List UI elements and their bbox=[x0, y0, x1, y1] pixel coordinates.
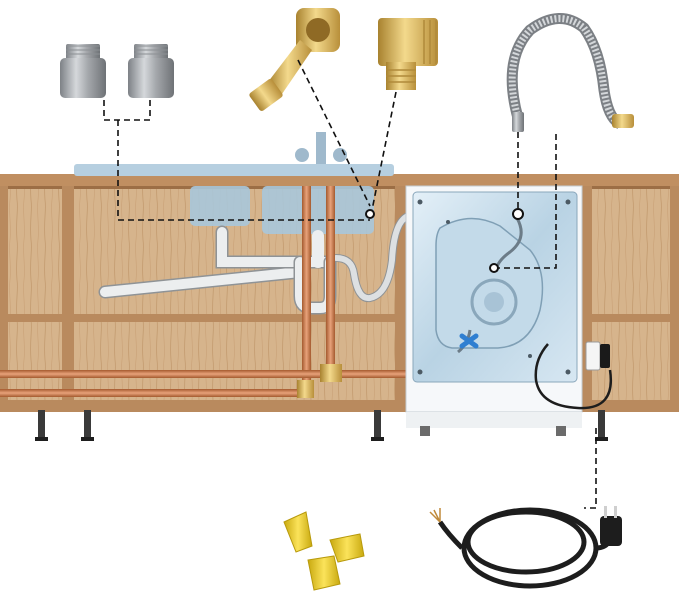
power-cord-icon bbox=[437, 507, 613, 589]
connection-point bbox=[365, 209, 375, 219]
wall-outlet bbox=[585, 341, 610, 371]
leader-lines bbox=[103, 59, 597, 509]
adapter-fitting-left-icon bbox=[60, 44, 106, 98]
stripped-wires-icon bbox=[429, 508, 441, 523]
brass-elbow-swivel-icon bbox=[249, 8, 340, 111]
brass-elbow-male-icon bbox=[378, 18, 438, 90]
wire-nuts-icon bbox=[283, 511, 365, 591]
sink bbox=[74, 132, 394, 234]
adapter-fitting-right-icon bbox=[128, 44, 174, 98]
installed-cord bbox=[534, 343, 613, 410]
connection-point bbox=[512, 208, 524, 220]
dishwasher bbox=[405, 185, 583, 436]
braided-hose-icon bbox=[506, 13, 634, 132]
power-plug-icon bbox=[600, 506, 622, 546]
connection-point bbox=[489, 263, 499, 273]
